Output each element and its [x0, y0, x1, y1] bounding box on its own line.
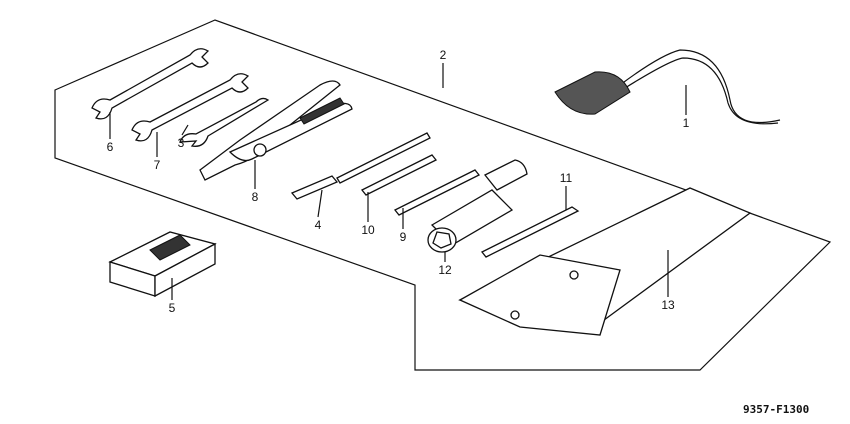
callout-3: 3 — [177, 136, 185, 150]
cord-1 — [554, 49, 781, 125]
callout-13: 13 — [661, 298, 675, 312]
screwdriver-10 — [360, 154, 438, 196]
screwdriver-4 — [290, 132, 431, 200]
callout-5: 5 — [168, 301, 176, 315]
screwdriver-9 — [393, 169, 481, 216]
callout-12: 12 — [438, 263, 452, 277]
box-5 — [108, 231, 217, 298]
callout-4: 4 — [314, 218, 322, 232]
callout-9: 9 — [399, 230, 407, 244]
callout-8: 8 — [251, 190, 259, 204]
diagram-code: 9357-F1300 — [743, 403, 810, 416]
callout-1: 1 — [682, 116, 690, 130]
tool-bag-13 — [458, 187, 752, 336]
callout-6: 6 — [106, 140, 114, 154]
bar-11 — [480, 206, 580, 258]
wrench-3 — [179, 97, 270, 147]
wrench-7 — [131, 73, 250, 142]
callout-7: 7 — [153, 158, 161, 172]
spark-plug-wrench-12 — [427, 159, 528, 253]
callout-11: 11 — [559, 171, 573, 185]
callout-10: 10 — [361, 223, 375, 237]
callout-2: 2 — [439, 48, 447, 62]
pliers-8 — [199, 80, 353, 181]
leader-lines — [109, 63, 687, 300]
kit-outline — [54, 19, 832, 371]
wrench-6 — [91, 48, 210, 120]
